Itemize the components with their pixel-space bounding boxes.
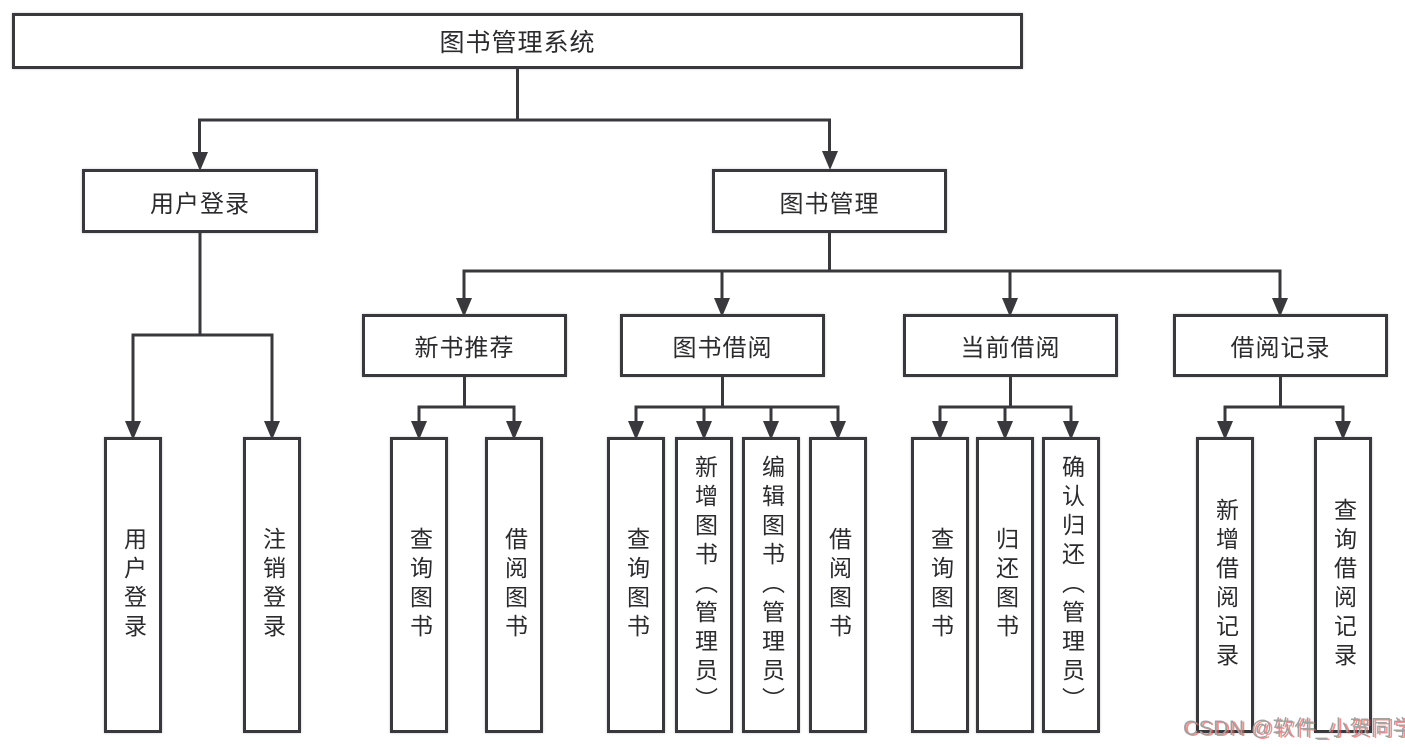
leaf-edit-book-admin-label: 编辑图书（管理员） <box>758 454 785 716</box>
node-user-login: 用户登录 <box>82 169 318 233</box>
leaf-edit-book-admin: 编辑图书（管理员） <box>742 437 800 733</box>
leaf-query-books-borrow-label: 查询图书 <box>623 527 650 643</box>
node-book-borrow: 图书借阅 <box>620 314 825 377</box>
leaf-query-books-current-label: 查询图书 <box>927 527 954 643</box>
leaf-borrow-books-label: 借阅图书 <box>825 527 852 643</box>
leaf-return-book-label: 归还图书 <box>992 527 1019 643</box>
leaf-logout: 注销登录 <box>243 437 301 733</box>
arrowhead <box>763 421 779 440</box>
leaf-user-login: 用户登录 <box>104 437 162 733</box>
node-current-borrow-label: 当前借阅 <box>960 335 1061 362</box>
leaf-borrow-books-rec: 借阅图书 <box>485 437 543 733</box>
leaf-add-borrow-record: 新增借阅记录 <box>1196 437 1254 733</box>
arrowhead <box>1272 298 1288 317</box>
arrowhead <box>628 421 644 440</box>
arrowhead <box>506 421 522 440</box>
node-book-mgmt-label: 图书管理 <box>779 190 880 218</box>
leaf-borrow-books: 借阅图书 <box>809 437 867 733</box>
arrowhead <box>456 298 472 317</box>
leaf-confirm-return-admin-label: 确认归还（管理员） <box>1058 454 1085 716</box>
leaf-logout-label: 注销登录 <box>259 527 286 643</box>
leaf-confirm-return-admin: 确认归还（管理员） <box>1042 437 1100 733</box>
leaf-query-books-rec: 查询图书 <box>390 437 448 733</box>
arrowhead <box>696 421 712 440</box>
leaf-add-borrow-record-label: 新增借阅记录 <box>1212 498 1239 672</box>
leaf-query-books-rec-label: 查询图书 <box>406 527 433 643</box>
leaf-user-login-label: 用户登录 <box>120 527 147 643</box>
node-new-book-rec-label: 新书推荐 <box>414 335 515 362</box>
leaf-add-book-admin: 新增图书（管理员） <box>675 437 733 733</box>
connector-current-borrow <box>938 376 1073 424</box>
node-root-label: 图书管理系统 <box>439 29 596 57</box>
node-new-book-rec: 新书推荐 <box>362 314 567 377</box>
connector-user-login <box>131 232 274 424</box>
node-root: 图书管理系统 <box>12 13 1023 69</box>
arrowhead <box>932 421 948 440</box>
leaf-query-borrow-record: 查询借阅记录 <box>1314 437 1372 733</box>
leaf-add-book-admin-label: 新增图书（管理员） <box>691 454 718 716</box>
leaf-return-book: 归还图书 <box>976 437 1034 733</box>
watermark: CSDN @软件_小贺同学 <box>1183 717 1405 740</box>
connector-root <box>198 68 831 156</box>
node-book-borrow-label: 图书借阅 <box>672 335 773 362</box>
leaf-query-books-borrow: 查询图书 <box>607 437 665 733</box>
arrowheads <box>125 151 1351 440</box>
arrowhead <box>192 152 208 171</box>
arrowhead <box>1063 421 1079 440</box>
arrowhead <box>714 298 730 317</box>
connector-new-book-rec <box>417 376 516 424</box>
arrowhead <box>1217 421 1233 440</box>
arrowhead <box>997 421 1013 440</box>
arrowhead <box>125 421 141 440</box>
arrowhead <box>830 421 846 440</box>
connector-book-mgmt <box>462 232 1282 301</box>
node-borrow-records-label: 借阅记录 <box>1230 335 1331 362</box>
arrowhead <box>264 421 280 440</box>
arrowhead <box>1335 421 1351 440</box>
node-borrow-records: 借阅记录 <box>1173 314 1388 377</box>
connector-book-borrow <box>634 376 840 424</box>
node-user-login-label: 用户登录 <box>150 190 250 218</box>
leaf-borrow-books-rec-label: 借阅图书 <box>501 527 528 643</box>
arrowhead <box>411 421 427 440</box>
leaf-query-borrow-record-label: 查询借阅记录 <box>1330 498 1357 672</box>
node-current-borrow: 当前借阅 <box>903 314 1118 377</box>
leaf-query-books-current: 查询图书 <box>911 437 969 733</box>
arrowhead <box>822 151 838 170</box>
connector-borrow-records <box>1223 376 1345 424</box>
node-book-mgmt: 图书管理 <box>712 169 947 233</box>
arrowhead <box>1002 298 1018 317</box>
